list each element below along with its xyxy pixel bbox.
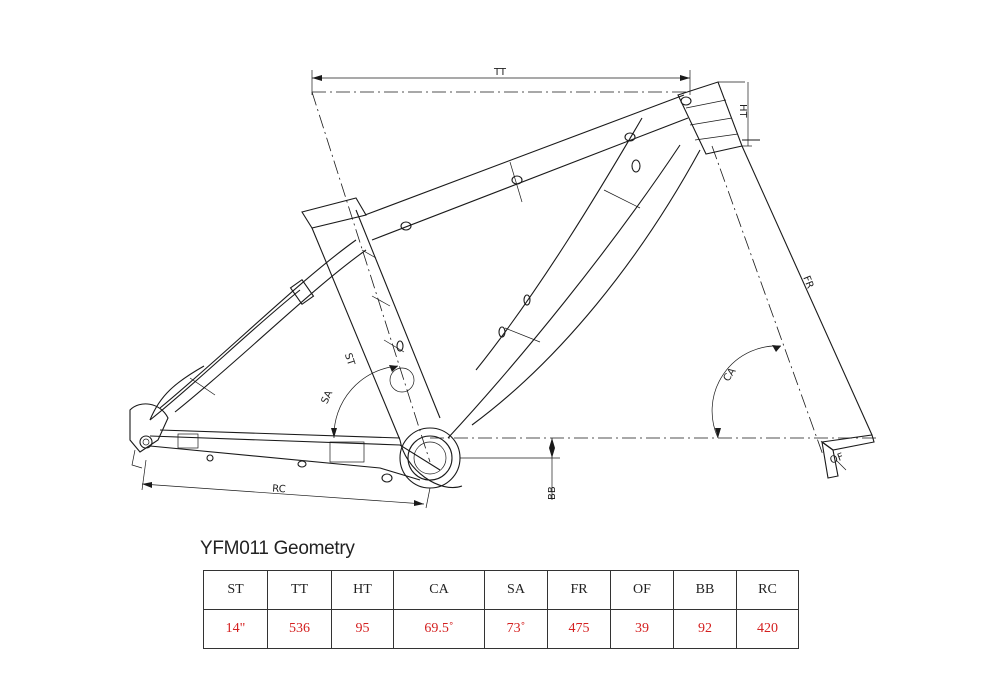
chain-stays: [149, 429, 441, 483]
bottom-bracket: [399, 427, 463, 489]
rc-dimension: RC: [141, 459, 431, 509]
value-ht: 95: [331, 609, 394, 649]
fr-label: FR: [800, 274, 815, 290]
geometry-title: YFM011 Geometry: [200, 538, 355, 559]
value-ca: 69.5˚: [393, 609, 485, 649]
geometry-table: ST TT HT CA SA FR OF BB RC 14" 536 95 69…: [203, 570, 799, 649]
top-tube: [364, 94, 692, 241]
value-sa: 73˚: [484, 609, 548, 649]
ca-angle: CA: [711, 345, 782, 439]
ca-label: CA: [722, 366, 739, 384]
header-bb: BB: [673, 570, 737, 610]
st-axis-line: [311, 91, 431, 463]
sa-label: SA: [320, 389, 336, 406]
value-rc: 420: [736, 609, 799, 649]
rc-label: RC: [272, 483, 286, 495]
geometry-value-row: 14" 536 95 69.5˚ 73˚ 475 39 92 420: [203, 609, 799, 649]
header-of: OF: [610, 570, 674, 610]
seat-stays: [149, 239, 367, 421]
header-tt: TT: [267, 570, 332, 610]
st-label: ST: [342, 352, 357, 368]
value-bb: 92: [673, 609, 737, 649]
value-st: 14": [203, 609, 268, 649]
value-fr: 475: [547, 609, 611, 649]
ht-label: HT: [737, 104, 748, 119]
rear-dropout: [129, 403, 169, 469]
bike-frame-drawing: TT HT FR OF CA: [129, 67, 880, 509]
value-tt: 536: [267, 609, 332, 649]
value-of: 39: [610, 609, 674, 649]
header-rc: RC: [736, 570, 799, 610]
of-label: OF: [829, 451, 846, 466]
tt-label: TT: [493, 67, 507, 78]
header-ht: HT: [331, 570, 394, 610]
fork: FR OF: [711, 139, 875, 479]
header-st: ST: [203, 570, 268, 610]
header-ca: CA: [393, 570, 485, 610]
tt-dimension: TT: [311, 67, 691, 95]
sa-angle: SA: [320, 365, 399, 439]
header-sa: SA: [484, 570, 548, 610]
geometry-header-row: ST TT HT CA SA FR OF BB RC: [203, 570, 799, 610]
down-tube: [447, 117, 701, 439]
bb-dimension: BB: [460, 438, 560, 500]
seat-tube: ST: [301, 197, 441, 441]
head-tube: HT: [677, 81, 752, 155]
header-fr: FR: [547, 570, 611, 610]
bb-label: BB: [547, 486, 558, 500]
